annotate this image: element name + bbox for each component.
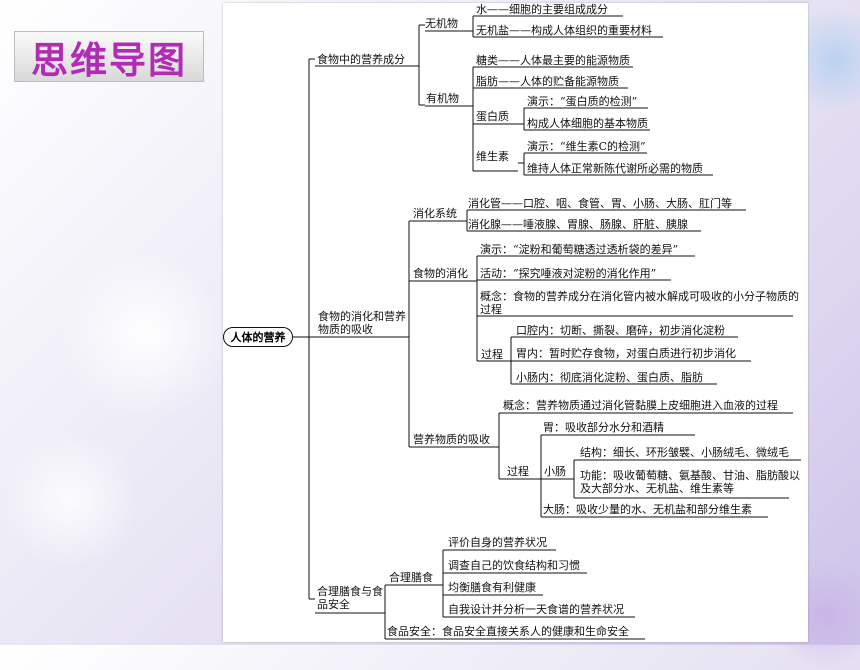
leaf-vitamin-role: 维持人体正常新陈代谢所必需的物质 xyxy=(527,162,703,175)
leaf-protein-demo: 演示：“蛋白质的检测” xyxy=(527,95,638,108)
leaf-evaluate-nutrition: 评价自身的营养状况 xyxy=(448,536,547,549)
leaf-saliva-activity: 活动：“探究唾液对淀粉的消化作用” xyxy=(480,267,657,280)
leaf-sugar: 糖类——人体最主要的能源物质 xyxy=(476,54,630,67)
leaf-large-intestine: 大肠：吸收少量的水、无机盐和部分维生素 xyxy=(543,503,752,516)
node-digestion: 食物的消化和营养物质的吸收 xyxy=(318,310,406,336)
node-vitamin: 维生素 xyxy=(476,150,509,163)
node-inorganic: 无机物 xyxy=(425,17,458,30)
leaf-survey-diet: 调查自己的饮食结构和习惯 xyxy=(448,559,580,572)
bokeh-light xyxy=(0,430,140,570)
leaf-fat: 脂肪——人体的贮备能源物质 xyxy=(476,75,619,88)
leaf-intestine-function: 功能：吸收葡萄糖、氨基酸、甘油、脂肪酸以及大部分水、无机盐、维生素等 xyxy=(580,469,800,495)
node-food-digestion: 食物的消化 xyxy=(413,267,468,280)
leaf-starch-demo: 演示：“淀粉和葡萄糖透过透析袋的差异” xyxy=(480,243,679,256)
bokeh-light xyxy=(60,250,230,420)
leaf-digestive-tract: 消化管——口腔、咽、食管、胃、小肠、大肠、肛门等 xyxy=(468,197,732,210)
node-small-intestine: 小肠 xyxy=(544,465,566,478)
page-title: 思维导图 xyxy=(31,38,187,82)
connector-lines xyxy=(293,15,801,640)
node-diet: 合理膳食与食品安全 xyxy=(317,585,383,611)
node-digestion-process: 过程 xyxy=(481,348,503,361)
leaf-vitamin-demo: 演示：“维生素C的检测” xyxy=(527,140,646,153)
leaf-mouth: 口腔内：切断、撕裂、磨碎，初步消化淀粉 xyxy=(516,324,725,337)
leaf-stomach-absorption: 胃：吸收部分水分和酒精 xyxy=(543,421,664,434)
leaf-protein-role: 构成人体细胞的基本物质 xyxy=(527,117,648,130)
leaf-food-safety: 食品安全：食品安全直接关系人的健康和生命安全 xyxy=(387,625,629,638)
leaf-digestion-concept: 概念：食物的营养成分在消化管内被水解成可吸收的小分子物质的过程 xyxy=(480,290,799,316)
title-banner: 思维导图 xyxy=(14,31,204,82)
leaf-water: 水——细胞的主要组成成分 xyxy=(476,3,608,16)
node-absorption-process: 过程 xyxy=(507,465,529,478)
root-node: 人体的营养 xyxy=(223,327,293,347)
leaf-small-intestine-digestion: 小肠内：彻底消化淀粉、蛋白质、脂肪 xyxy=(516,371,703,384)
leaf-absorption-concept: 概念：营养物质通过消化管黏膜上皮细胞进入血液的过程 xyxy=(503,399,778,412)
leaf-stomach-digestion: 胃内：暂时贮存食物，对蛋白质进行初步消化 xyxy=(516,347,736,360)
leaf-design-recipe: 自我设计并分析一天食谱的营养状况 xyxy=(448,603,624,616)
node-absorption: 营养物质的吸收 xyxy=(413,433,490,446)
leaf-inorganic-salt: 无机盐——构成人体组织的重要材料 xyxy=(476,24,652,37)
leaf-digestive-glands: 消化腺——唾液腺、胃腺、肠腺、肝脏、胰腺 xyxy=(468,218,688,231)
node-nutrients: 食物中的营养成分 xyxy=(317,53,405,66)
mind-map-panel: 人体的营养 食物中的营养成分 食物的消化和营养物质的吸收 合理膳食与食品安全 无… xyxy=(223,3,808,642)
node-organic: 有机物 xyxy=(426,92,459,105)
leaf-intestine-structure: 结构：细长、环形皱襞、小肠绒毛、微绒毛 xyxy=(580,446,789,459)
node-protein: 蛋白质 xyxy=(476,110,509,123)
node-reasonable-diet: 合理膳食 xyxy=(389,571,433,584)
leaf-balanced-diet: 均衡膳食有利健康 xyxy=(448,581,536,594)
node-digestive-system: 消化系统 xyxy=(413,207,457,220)
